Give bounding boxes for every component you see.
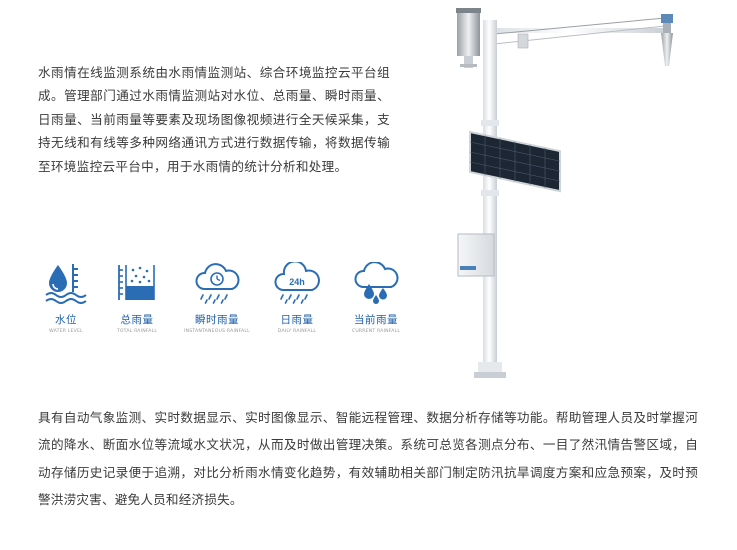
feature-instant-rainfall: 瞬时雨量 INSTANTANEOUS RAINFALL [177,262,257,335]
feature-total-rainfall: 总雨量 TOTAL RAINFALL [97,262,177,335]
feature-label: 总雨量 [120,314,154,326]
radar-level-sensor [661,14,673,66]
daily-rainfall-badge: 24h [289,277,305,287]
feature-label-en: DAILY RAINFALL [277,329,317,334]
description-paragraph: 具有自动气象监测、实时数据显示、实时图像显示、智能远程管理、数据分析存储等功能。… [38,410,698,508]
monitoring-station-illustration [456,8,673,378]
instant-rainfall-icon [195,263,240,304]
main-pole [474,20,506,378]
rain-gauge [456,8,481,68]
feature-label-en: INSTANTANEOUS RAINFALL [184,329,250,334]
feature-water-level: 水位 WATER LEVEL [26,262,106,335]
feature-label: 当前雨量 [354,314,398,326]
current-rainfall-icon [354,262,399,304]
feature-icon-row: 水位 WATER LEVEL 总雨量 TOTAL RAINFALL [28,262,408,342]
water-level-icon [45,264,87,304]
cross-arm [488,17,668,49]
intro-paragraph: 水雨情在线监测系统由水雨情监测站、综合环境监控云平台组成。管理部门通过水雨情监测… [38,65,390,174]
feature-daily-rainfall: 24h 日雨量 DAILY RAINFALL [257,262,337,335]
feature-label-en: CURRENT RAINFALL [351,329,401,334]
feature-label: 瞬时雨量 [195,314,239,326]
total-rainfall-icon [118,265,155,300]
feature-current-rainfall: 当前雨量 CURRENT RAINFALL [336,262,416,335]
feature-label-en: TOTAL RAINFALL [116,329,158,334]
feature-label: 水位 [55,314,77,326]
daily-rainfall-icon: 24h [274,262,320,304]
control-box [457,233,495,277]
feature-label: 日雨量 [280,314,314,326]
solar-panel [469,130,561,193]
feature-label-en: WATER LEVEL [49,329,83,334]
